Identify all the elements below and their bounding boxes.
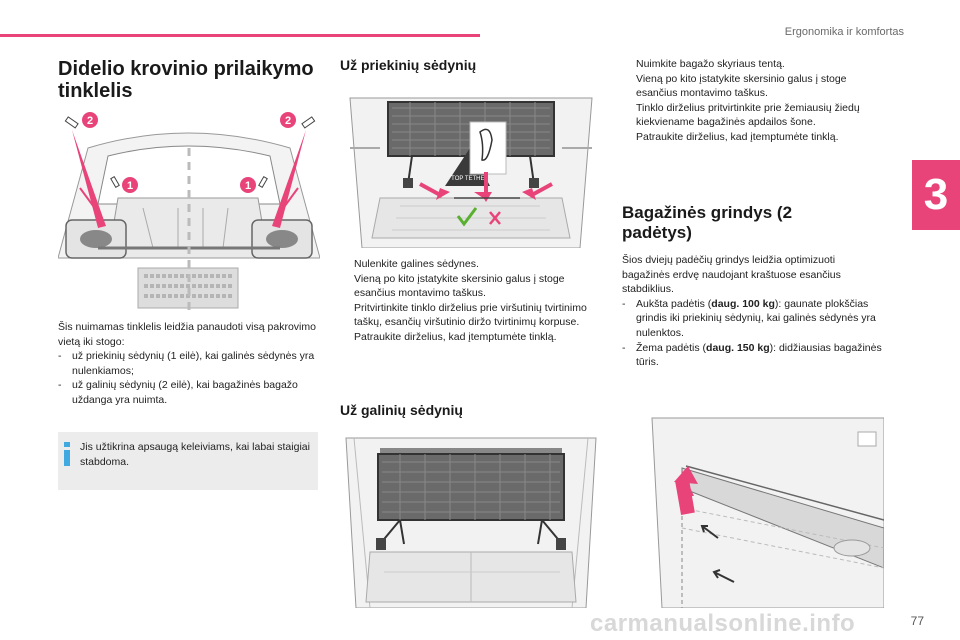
anchor-icon-right <box>301 116 316 129</box>
list-item: Vieną po kito įstatykite skersinio galus… <box>636 72 847 100</box>
net-description: Šis nuimamas tinklelis leidžia panaudoti… <box>58 320 320 408</box>
callout-2-left: 2 <box>87 115 93 127</box>
list-item: Nuimkite bagažo skyriaus tentą. <box>636 58 785 70</box>
rear-steps: Nuimkite bagažo skyriaus tentą. Vieną po… <box>622 57 884 145</box>
watermark: carmanualsonline.info <box>590 610 856 637</box>
front-steps: Nulenkite galines sėdynes. Vieną po kito… <box>340 257 602 345</box>
list-item: Vieną po kito įstatykite skersinio galus… <box>354 272 565 300</box>
anchor-icon-right-lower <box>258 175 268 189</box>
list-item: -už galinių sėdynių (2 eilė), kai bagaži… <box>58 379 298 406</box>
chapter-number: 3 <box>923 170 949 219</box>
list-item: Patraukite dirželius, kad įtemptumėte ti… <box>354 330 557 343</box>
check-icon <box>456 207 478 227</box>
info-box: Jis užtikrina apsaugą keleiviams, kai la… <box>58 432 318 490</box>
callout-1-left: 1 <box>127 180 133 192</box>
illustration-boot-floor <box>622 408 884 608</box>
callout-2-right: 2 <box>285 115 291 127</box>
section-title-rear: Už galinių sėdynių <box>340 402 463 418</box>
header-accent-bar <box>0 34 480 37</box>
floor-intro: Šios dviejų padėčių grindys leidžia opti… <box>622 254 841 296</box>
anchor-icon-left <box>64 116 79 129</box>
section-title-net: Didelio krovinio prilaikymo tinklelis <box>58 58 314 102</box>
chapter-number-tab: 3 <box>912 160 960 230</box>
list-item: -Aukšta padėtis (daug. 100 kg): gaunate … <box>622 297 876 339</box>
section-title-front: Už priekinių sėdynių <box>340 57 477 73</box>
info-text: Jis užtikrina apsaugą keleiviams, kai la… <box>80 441 310 468</box>
list-item: -Žema padėtis (daug. 150 kg): didžiausia… <box>622 341 882 369</box>
illustration-net-anchors: 2 2 1 1 <box>58 108 320 314</box>
anchor-icon-left-lower <box>110 175 120 189</box>
list-item: Tinklo dirželius pritvirtinkite prie žem… <box>636 101 860 129</box>
list-item: Nulenkite galines sėdynes. <box>354 258 479 270</box>
list-item: Pritvirtinkite tinklo dirželius prie vir… <box>354 301 587 329</box>
page-number: 77 <box>910 614 924 628</box>
illustration-front-net: TOP TETHER <box>340 88 602 248</box>
callout-1-right: 1 <box>245 180 251 192</box>
info-icon <box>64 442 70 466</box>
cross-icon <box>489 211 501 225</box>
net-intro: Šis nuimamas tinklelis leidžia panaudoti… <box>58 321 316 348</box>
floor-description: Šios dviejų padėčių grindys leidžia opti… <box>622 253 884 370</box>
section-title-floor: Bagažinės grindys (2 padėtys) <box>622 203 793 242</box>
illustration-rear-net <box>340 432 602 608</box>
top-tether-tag: TOP TETHER <box>451 176 489 182</box>
chapter-title: Ergonomika ir komfortas <box>784 26 904 38</box>
list-item: -už priekinių sėdynių (1 eilė), kai gali… <box>58 350 315 377</box>
list-item: Patraukite dirželius, kad įtemptumėte ti… <box>636 130 839 143</box>
